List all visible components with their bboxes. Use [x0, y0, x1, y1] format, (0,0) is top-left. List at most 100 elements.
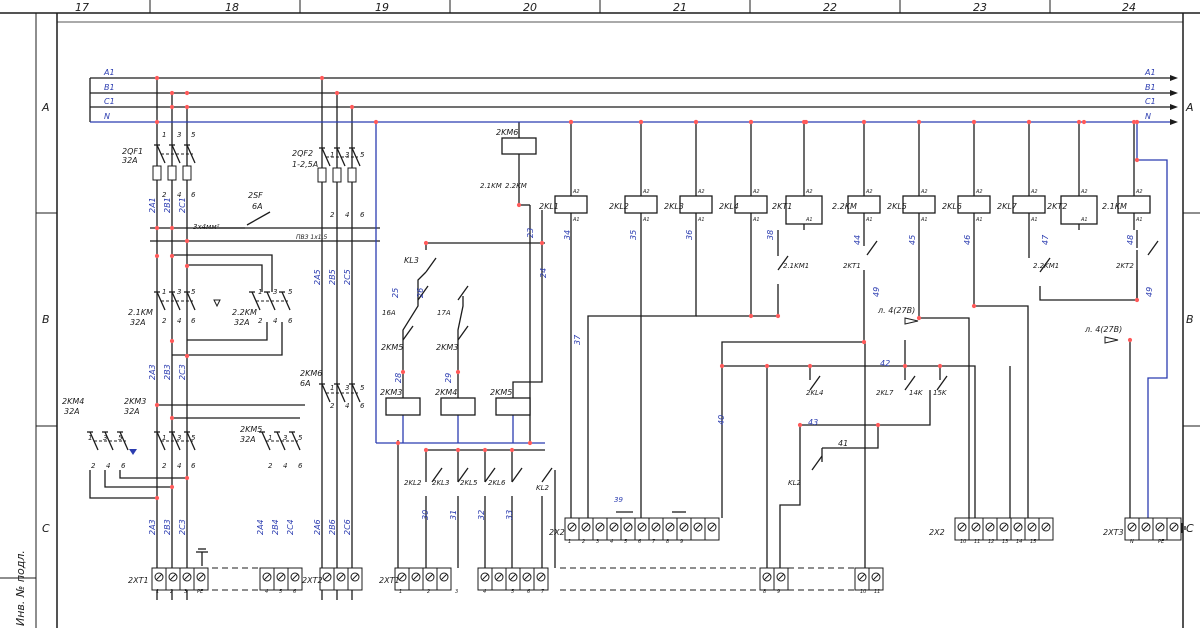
terminal-screw [1042, 523, 1050, 531]
label: 32A [130, 318, 146, 327]
junction-node [169, 253, 175, 259]
terminal-number: PE [1158, 539, 1165, 545]
terminal-screw [638, 523, 646, 531]
junction-node [169, 338, 175, 344]
junction-node [807, 363, 813, 369]
wire-label: 2A5 [313, 269, 322, 285]
label: 32A [240, 435, 256, 444]
terminal-screw [495, 573, 503, 581]
contact [417, 285, 429, 301]
label: 2.1KM1 [783, 262, 809, 270]
terminal [1024, 517, 1040, 541]
label: 3x4мм² [193, 223, 220, 231]
terminal-screw [263, 573, 271, 581]
pin-number: 5 [118, 434, 123, 442]
relay-coil [385, 397, 421, 416]
pin-number: 5 [191, 434, 196, 442]
terminal-number: 9 [680, 539, 683, 545]
terminal-screw [411, 572, 421, 582]
relay-coil [440, 397, 476, 416]
label: 2KL5 [460, 479, 478, 487]
label: ПВЗ 1x1,5 [296, 234, 327, 241]
pin-number: 3 [345, 151, 349, 159]
row-label: B [42, 313, 50, 326]
terminal [662, 517, 678, 541]
junction-node [1134, 157, 1140, 163]
junction-node [803, 119, 809, 125]
label: 32A [124, 407, 140, 416]
bus-label: C1 [104, 97, 115, 106]
wire-number: 36 [685, 230, 694, 240]
terminal [287, 567, 303, 591]
contact [1039, 257, 1051, 273]
terminal-screw [680, 523, 688, 531]
coil-label: 2KT2 [1047, 202, 1067, 211]
terminal-screw [323, 573, 331, 581]
row-label: C [1186, 522, 1194, 535]
wire-label: 2C1 [178, 197, 187, 213]
terminal-number: 7 [652, 539, 656, 545]
terminal-number: PE [197, 589, 204, 595]
junction-node [748, 119, 754, 125]
label: 2KT1 [843, 262, 861, 270]
terminal-screw [1128, 523, 1136, 531]
terminal-screw [858, 573, 866, 581]
junction-node [916, 315, 922, 321]
pin-number: 4 [177, 191, 181, 199]
terminal-screw [183, 573, 191, 581]
pin-number: 6 [191, 191, 196, 199]
junction-node [400, 369, 406, 375]
terminal-screw [509, 573, 517, 581]
junction-node [568, 119, 574, 125]
terminal-number: 2 [427, 589, 430, 595]
wire [779, 425, 801, 568]
wire-number: 28 [394, 373, 403, 383]
column-label: 17 [75, 1, 89, 14]
wire-number: 32 [477, 510, 486, 520]
terminal-screw [169, 573, 177, 581]
junction-node [184, 353, 190, 359]
label: A1 [865, 217, 873, 223]
wire-label: 2A1 [148, 197, 157, 213]
pin-number: 6 [360, 211, 365, 219]
label: A1 [752, 217, 760, 223]
coil-label: 2KL7 [997, 202, 1018, 211]
label: 32A [64, 407, 80, 416]
junction-node [902, 363, 908, 369]
terminal [620, 517, 636, 541]
terminal [676, 517, 692, 541]
junction-node [1134, 119, 1140, 125]
pin-number: 2 [162, 317, 167, 325]
junction-node [154, 402, 160, 408]
pin-number: 4 [177, 462, 181, 470]
terminal [759, 567, 775, 591]
terminal-screw [291, 573, 299, 581]
label: 2KL4 [806, 389, 823, 397]
junction-node [748, 313, 754, 319]
junction-node [719, 363, 725, 369]
terminal-screw [481, 573, 489, 581]
terminal-number: 8 [666, 539, 669, 545]
column-label: 22 [823, 1, 837, 14]
label: A1 [805, 217, 813, 223]
terminal-screw [154, 572, 164, 582]
junction-node [184, 238, 190, 244]
label: 2KM6 [300, 369, 322, 378]
pin-number: 6 [191, 462, 196, 470]
terminal-screw [1156, 523, 1164, 531]
label: 2KM4 [435, 388, 457, 397]
label: A2 [920, 189, 928, 195]
fuse [317, 167, 327, 183]
wire-label: 2C3 [178, 364, 187, 380]
pin-number: 1 [162, 288, 166, 296]
junction-node [169, 484, 175, 490]
terminal [982, 517, 998, 541]
junction-node [169, 90, 175, 96]
junction-node [971, 119, 977, 125]
terminal-screw [595, 522, 605, 532]
wire [104, 470, 172, 488]
pin-number: 1 [88, 434, 92, 442]
column-label: 24 [1122, 1, 1136, 14]
pin-number: 4 [106, 462, 110, 470]
